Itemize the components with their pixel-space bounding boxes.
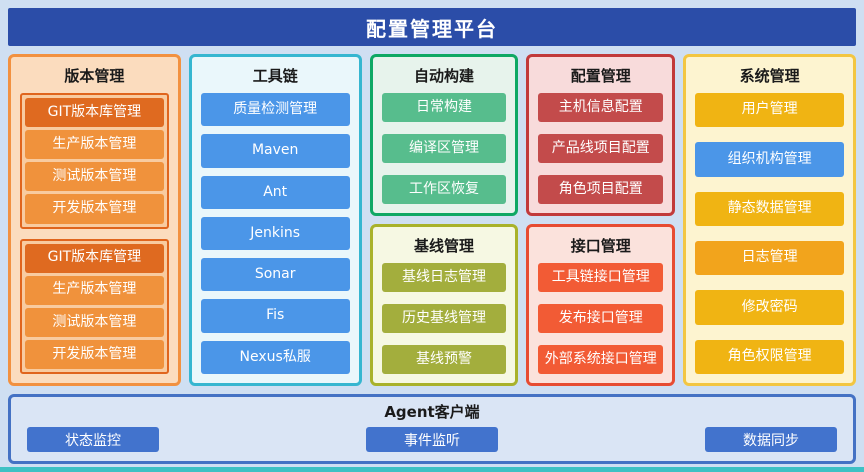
node-git-repo-management-2: GIT版本库管理	[25, 243, 164, 273]
node-static-data-management: 静态数据管理	[695, 191, 844, 226]
node-host-info-config: 主机信息配置	[538, 93, 664, 122]
node-baseline-warning: 基线预警	[381, 345, 507, 374]
column-config-interface: 配置管理 主机信息配置 产品线项目配置 角色项目配置 接口管理 工具链接口管理 …	[526, 54, 676, 386]
platform-title: 配置管理平台	[366, 16, 498, 41]
panel-config-management: 配置管理 主机信息配置 产品线项目配置 角色项目配置	[526, 54, 676, 216]
platform-title-bar: 配置管理平台	[8, 8, 856, 46]
node-jenkins: Jenkins	[200, 216, 350, 251]
version-group-2: GIT版本库管理 生产版本管理 测试版本管理 开发版本管理	[20, 238, 169, 374]
toolchain-nodes: 质量检测管理 Maven Ant Jenkins Sonar Fis Nexus…	[200, 93, 350, 374]
node-sonar: Sonar	[200, 258, 350, 292]
modules-row: 版本管理 GIT版本库管理 生产版本管理 测试版本管理 开发版本管理 GIT版本…	[8, 54, 856, 386]
baseline-nodes: 基线日志管理 历史基线管理 基线预警	[381, 263, 507, 374]
panel-agent-client: Agent客户端 状态监控 事件监听 数据同步	[8, 394, 856, 464]
node-release-interface-management: 发布接口管理	[538, 304, 664, 333]
node-data-sync: 数据同步	[705, 427, 837, 452]
panel-auto-build: 自动构建 日常构建 编译区管理 工作区恢复	[369, 54, 519, 216]
node-toolchain-interface-management: 工具链接口管理	[538, 263, 664, 292]
panel-title-auto-build: 自动构建	[413, 67, 474, 85]
node-role-project-config: 角色项目配置	[538, 175, 664, 204]
panel-title-toolchain: 工具链	[252, 67, 298, 85]
node-maven: Maven	[200, 134, 350, 168]
panel-title-config: 配置管理	[570, 67, 631, 85]
node-quality-inspection-management: 质量检测管理	[200, 93, 350, 127]
bottom-edge-strip	[0, 467, 864, 472]
node-history-baseline-management: 历史基线管理	[381, 304, 507, 333]
node-production-version-management-2: 生产版本管理	[25, 275, 164, 305]
node-dev-version-management-1: 开发版本管理	[25, 194, 164, 224]
node-ant: Ant	[200, 175, 350, 209]
node-status-monitor: 状态监控	[27, 427, 159, 452]
panel-system-management: 系统管理 用户管理 组织机构管理 静态数据管理 日志管理 修改密码 角色权限管理	[683, 54, 856, 386]
node-fis: Fis	[200, 299, 350, 333]
node-test-version-management-1: 测试版本管理	[25, 162, 164, 192]
node-log-management: 日志管理	[695, 240, 844, 276]
panel-title-agent-client: Agent客户端	[384, 403, 480, 421]
node-role-permission-management: 角色权限管理	[695, 339, 844, 374]
panel-title-baseline: 基线管理	[413, 237, 474, 255]
interface-nodes: 工具链接口管理 发布接口管理 外部系统接口管理	[538, 263, 664, 374]
panel-toolchain: 工具链 质量检测管理 Maven Ant Jenkins Sonar Fis N…	[188, 54, 362, 386]
node-external-system-interface-management: 外部系统接口管理	[538, 345, 664, 374]
node-test-version-management-2: 测试版本管理	[25, 307, 164, 337]
panel-version-management: 版本管理 GIT版本库管理 生产版本管理 测试版本管理 开发版本管理 GIT版本…	[8, 54, 181, 386]
agent-nodes: 状态监控 事件监听 数据同步	[27, 427, 837, 452]
node-dev-version-management-2: 开发版本管理	[25, 339, 164, 369]
system-nodes: 用户管理 组织机构管理 静态数据管理 日志管理 修改密码 角色权限管理	[695, 93, 844, 374]
node-product-line-project-config: 产品线项目配置	[538, 134, 664, 163]
node-production-version-management-1: 生产版本管理	[25, 130, 164, 160]
node-compile-area-management: 编译区管理	[381, 134, 507, 163]
auto-build-nodes: 日常构建 编译区管理 工作区恢复	[381, 93, 507, 204]
config-nodes: 主机信息配置 产品线项目配置 角色项目配置	[538, 93, 664, 204]
node-git-repo-management-1: GIT版本库管理	[25, 98, 164, 128]
version-groups: GIT版本库管理 生产版本管理 测试版本管理 开发版本管理 GIT版本库管理 生…	[20, 93, 169, 374]
node-change-password: 修改密码	[695, 290, 844, 325]
node-baseline-log-management: 基线日志管理	[381, 263, 507, 292]
panel-title-interface: 接口管理	[570, 237, 631, 255]
panel-title-version: 版本管理	[64, 67, 125, 85]
node-nexus-private-repo: Nexus私服	[200, 340, 350, 374]
node-event-listener: 事件监听	[366, 427, 498, 452]
node-workspace-restore: 工作区恢复	[381, 175, 507, 204]
version-group-1: GIT版本库管理 生产版本管理 测试版本管理 开发版本管理	[20, 93, 169, 229]
node-org-structure-management: 组织机构管理	[695, 142, 844, 177]
panel-interface-management: 接口管理 工具链接口管理 发布接口管理 外部系统接口管理	[526, 224, 676, 386]
panel-title-system: 系统管理	[739, 67, 800, 85]
node-daily-build: 日常构建	[381, 93, 507, 122]
column-build-baseline: 自动构建 日常构建 编译区管理 工作区恢复 基线管理 基线日志管理 历史基线管理…	[369, 54, 519, 386]
panel-baseline-management: 基线管理 基线日志管理 历史基线管理 基线预警	[369, 224, 519, 386]
node-user-management: 用户管理	[695, 93, 844, 128]
